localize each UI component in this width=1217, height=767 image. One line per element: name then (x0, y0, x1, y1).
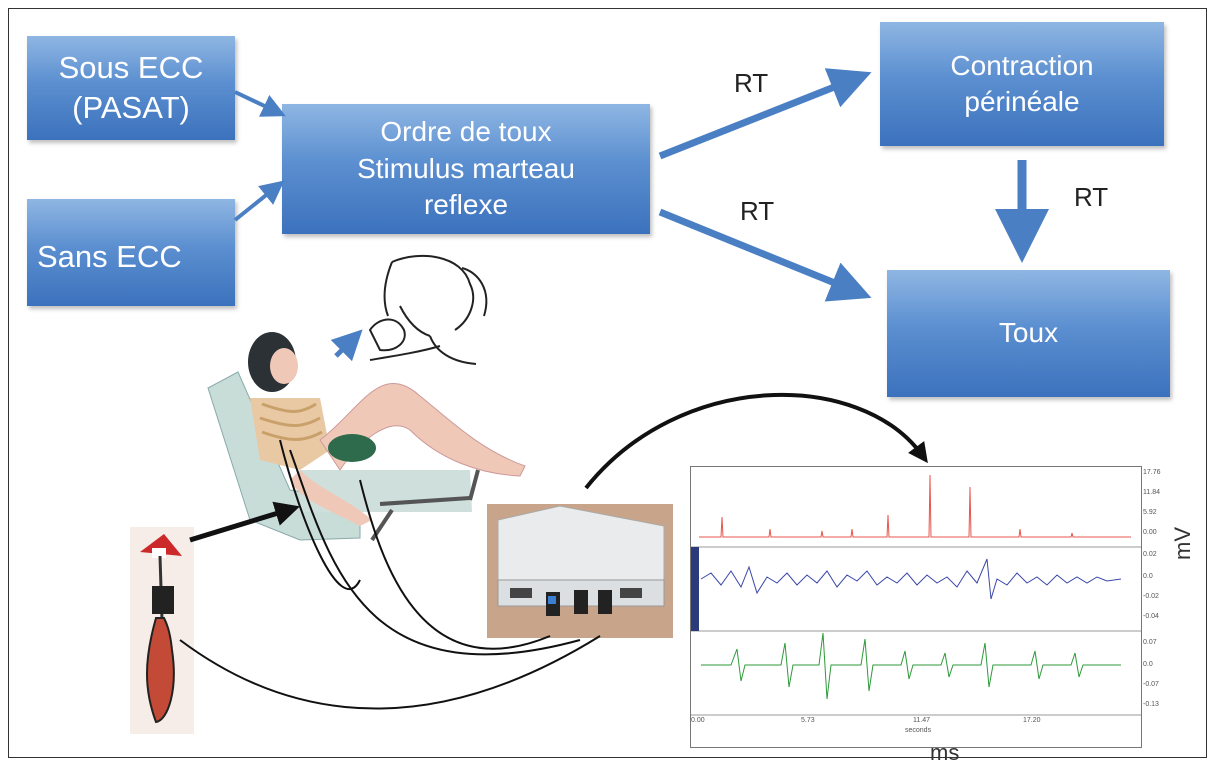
arrow-hammer-to-patient (189, 501, 300, 543)
box-toux-label: Toux (998, 317, 1059, 349)
x-axis-title: seconds (905, 727, 932, 734)
emg-recording-panel: 17.76 11.84 5.92 0.00 0.02 0.0 -0.02 -0.… (690, 466, 1161, 748)
cables (179, 439, 601, 710)
tick-p3-1: 0.0 (1143, 661, 1153, 668)
x-tick-2: 11.47 (913, 717, 930, 724)
tick-p1-2: 5.92 (1143, 509, 1157, 516)
tick-p2-2: -0.02 (1143, 593, 1159, 600)
rt-label-top: RT (734, 68, 769, 98)
x-tick-1: 5.73 (801, 717, 815, 724)
patient-chair-illustration (207, 332, 526, 542)
box-ordre-de-toux: Ordre de toux Stimulus marteau reflexe (282, 104, 650, 234)
arrow-sous-to-ordre (234, 90, 286, 117)
box-ordre-line3: reflexe (423, 189, 509, 221)
arrow-ordre-to-contraction (658, 68, 872, 160)
x-tick-0: 0.00 (691, 717, 705, 724)
tick-p1-1: 11.84 (1143, 489, 1160, 496)
tick-p2-3: -0.04 (1143, 613, 1159, 620)
tick-p2-1: 0.0 (1143, 573, 1153, 580)
trace-blue (700, 558, 1122, 600)
amplifier-device-photo (487, 504, 673, 638)
box-contraction-line2: périnéale (964, 86, 1080, 117)
arrow-to-cough-figure (330, 329, 363, 362)
x-unit-label: ms (930, 740, 960, 765)
box-ordre-line2: Stimulus marteau (357, 152, 575, 184)
trace-green (701, 632, 1121, 700)
box-sous-ecc-line2: (PASAT) (72, 90, 190, 125)
trace-red (699, 474, 1131, 538)
tick-p3-2: -0.07 (1143, 681, 1159, 688)
y-unit-label: mV (1170, 527, 1195, 560)
emg-traces-svg (691, 474, 1141, 716)
x-tick-3: 17.20 (1023, 717, 1041, 724)
box-contraction: Contraction périnéale (880, 22, 1164, 146)
box-contraction-line1: Contraction (950, 49, 1094, 81)
reflex-hammer-photo (130, 527, 194, 734)
tick-p3-3: -0.13 (1143, 701, 1159, 708)
arrow-device-to-scope (584, 392, 928, 490)
arrow-ordre-to-toux (658, 208, 872, 302)
flow-arrows (233, 68, 1049, 362)
rt-label-middle: RT (740, 196, 775, 226)
box-ordre-line1: Ordre de toux (380, 116, 552, 148)
tick-p1-3: 0.00 (1143, 529, 1157, 536)
coughing-person-illustration (368, 254, 488, 365)
figure-frame (8, 8, 1207, 758)
box-sous-ecc-line1: Sous ECC (58, 49, 204, 85)
tick-p1-0: 17.76 (1143, 469, 1161, 476)
box-sous-ecc: Sous ECC (PASAT) (27, 36, 235, 140)
tick-p2-0: 0.02 (1143, 551, 1157, 558)
rt-label-right: RT (1074, 182, 1109, 212)
box-toux: Toux (887, 270, 1170, 397)
tick-p3-0: 0.07 (1143, 639, 1157, 646)
arrow-sans-to-ordre (233, 180, 285, 222)
box-sans-ecc-label: Sans ECC (37, 239, 182, 275)
box-sans-ecc: Sans ECC (27, 199, 235, 306)
